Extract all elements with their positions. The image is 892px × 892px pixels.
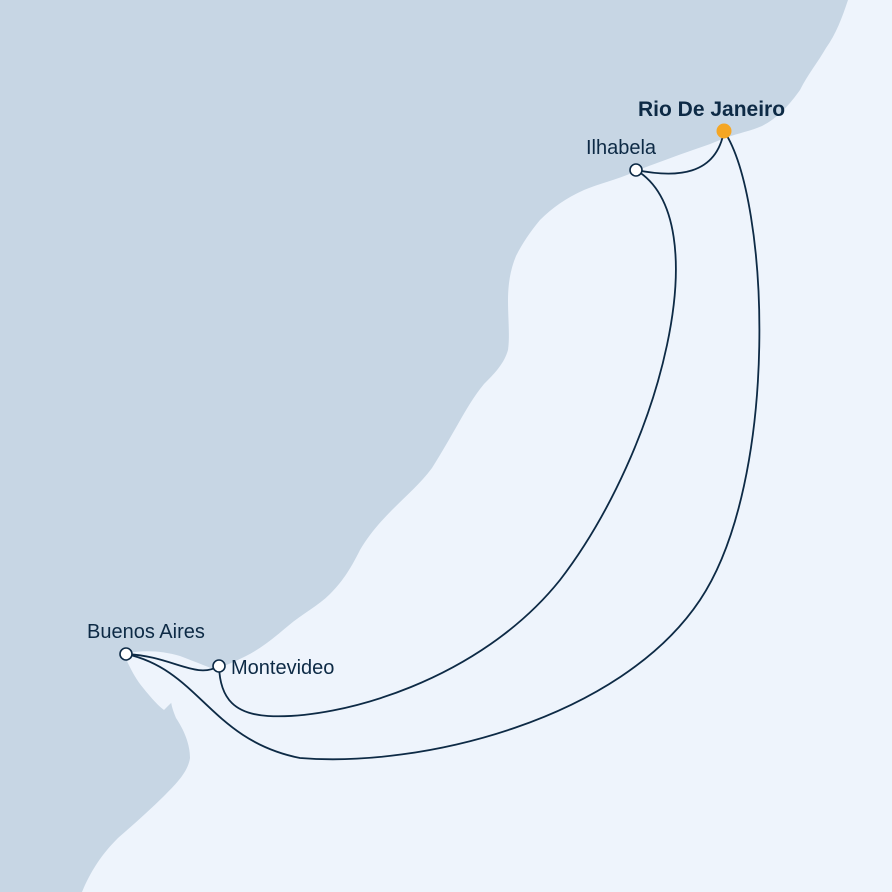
- home-port-marker-rio-de-janeiro[interactable]: [716, 123, 732, 139]
- route-rio-ilhabela: [635, 130, 725, 175]
- route-montevideo-buenos-aires: [125, 653, 220, 672]
- port-marker-ilhabela[interactable]: [629, 163, 643, 177]
- port-label-ilhabela: Ilhabela: [586, 137, 657, 159]
- rio-de-la-plata: [124, 651, 222, 710]
- port-label-buenos-aires: Buenos Aires: [87, 621, 205, 643]
- routes: [125, 130, 761, 761]
- route-ilhabela-montevideo: [218, 169, 677, 718]
- port-label-montevideo: Montevideo: [231, 657, 334, 679]
- home-port-label: Rio De Janeiro: [638, 98, 785, 121]
- route-buenos-aires-rio: [125, 130, 761, 761]
- port-marker-montevideo[interactable]: [212, 659, 226, 673]
- port-marker-buenos-aires[interactable]: [119, 647, 133, 661]
